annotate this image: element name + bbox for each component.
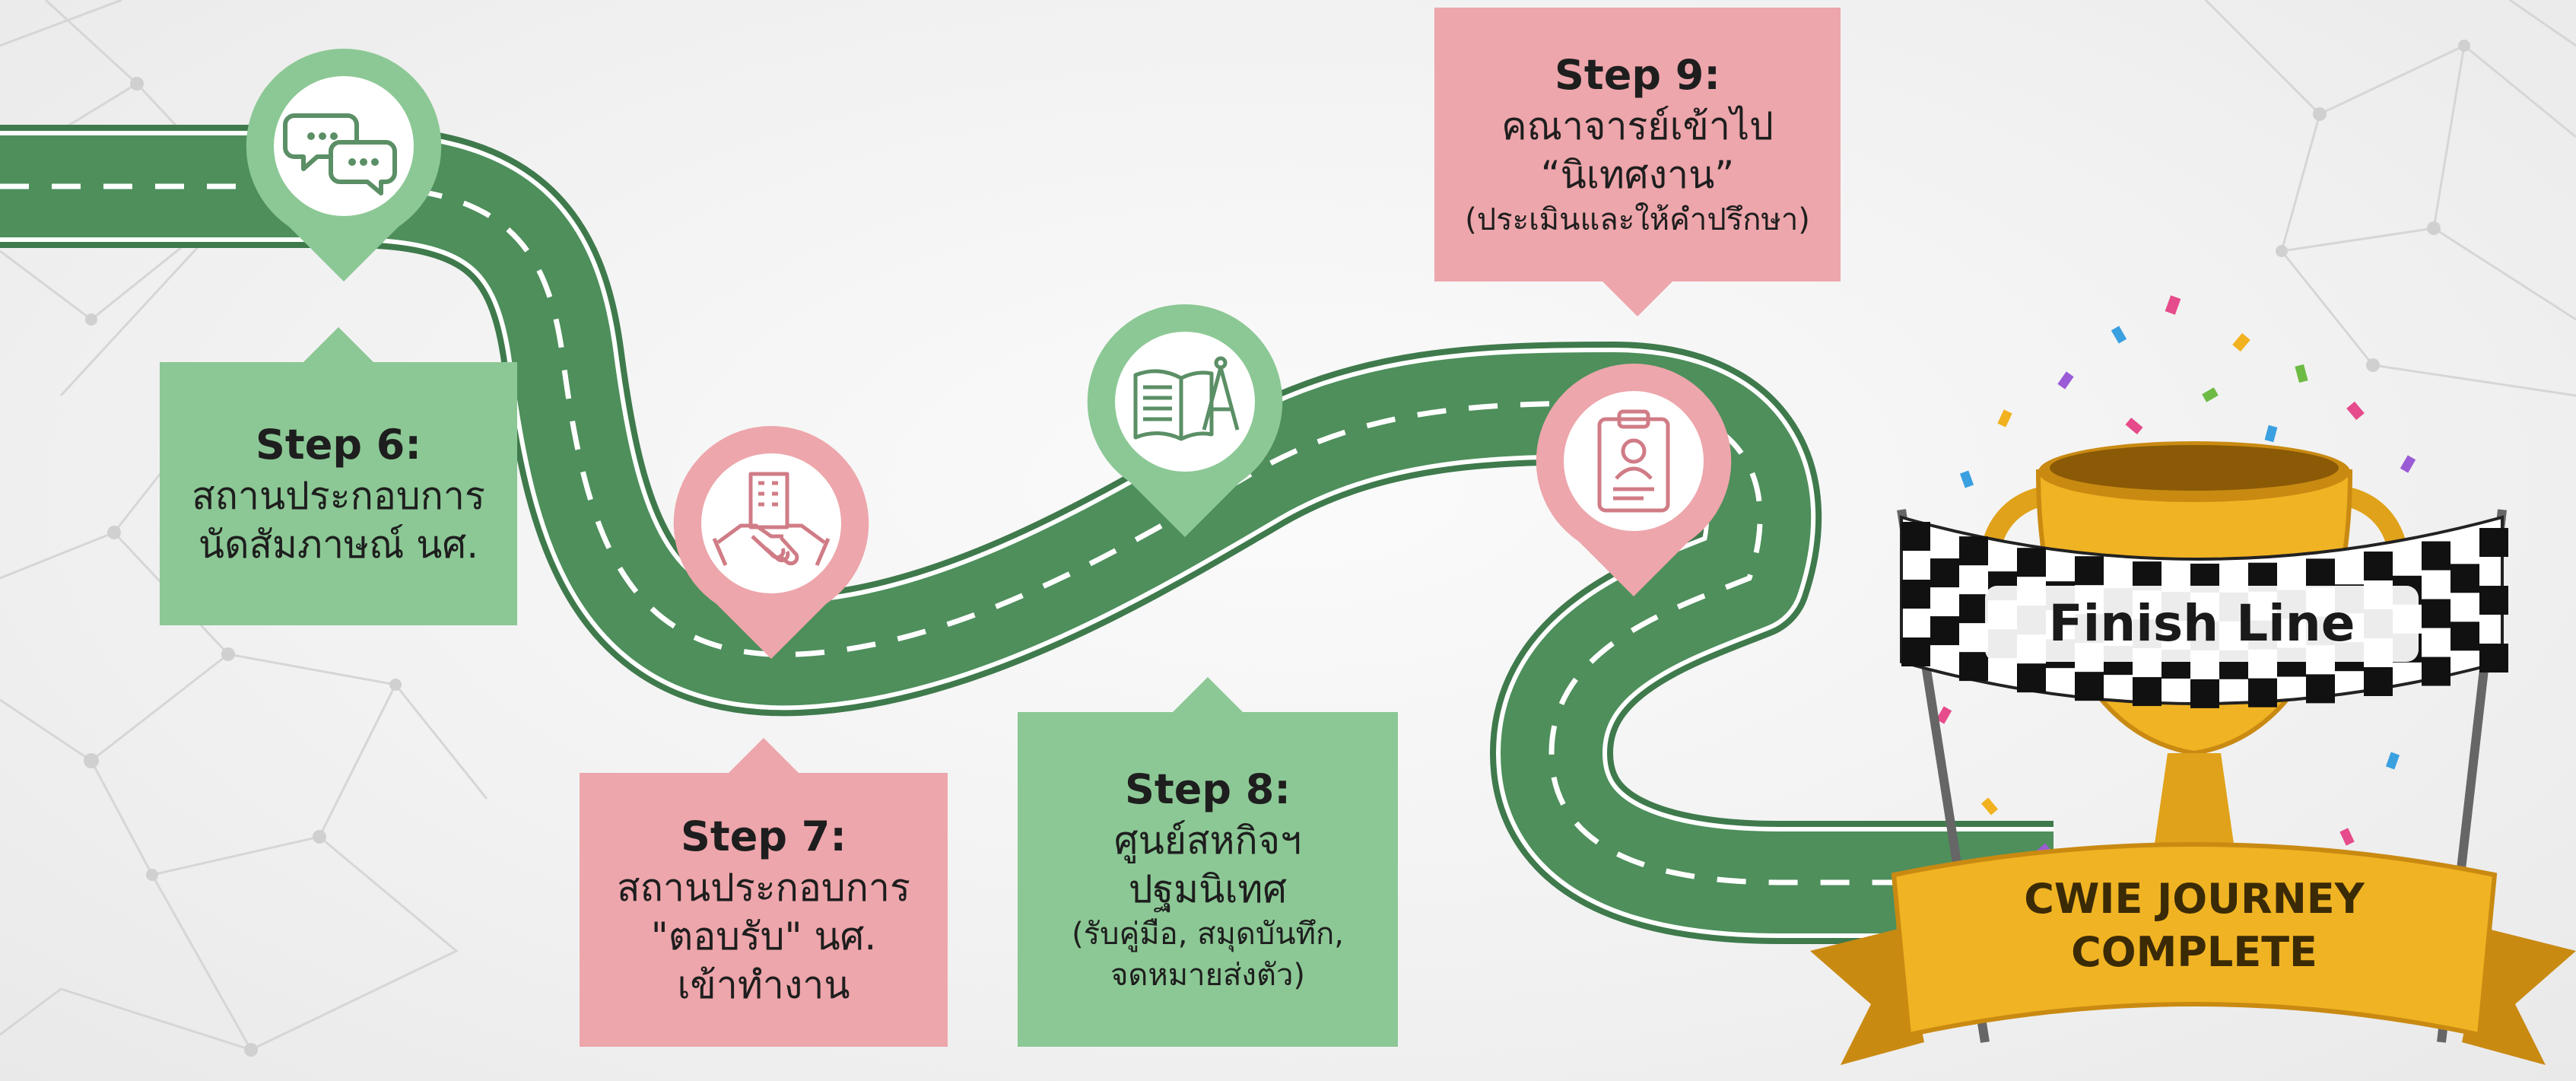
step9-title: Step 9: <box>1555 51 1720 99</box>
checker-square <box>2479 528 2508 558</box>
checker-square <box>2306 674 2335 704</box>
checker-square <box>2133 561 2161 591</box>
step8-note2: จดหมายส่งตัว) <box>1110 958 1306 993</box>
checker-square <box>2075 556 2104 586</box>
checker-square <box>2422 599 2451 628</box>
clipboard-profile-icon <box>1597 409 1670 513</box>
step7-line2: "ตอบรับ" นศ. <box>650 914 877 959</box>
checker-square <box>1959 536 1988 566</box>
checker-square <box>2422 541 2451 571</box>
checker-square <box>2017 663 2046 693</box>
ribbon-line2: COMPLETE <box>2071 928 2317 976</box>
checker-square <box>1930 558 1959 588</box>
checker-square <box>2248 678 2277 707</box>
checker-square <box>2075 672 2104 701</box>
book-compass-icon <box>1133 356 1240 441</box>
checker-square <box>1901 580 1930 609</box>
step6-line2: นัดสัมภาษณ์ นศ. <box>198 523 479 567</box>
ribbon-line1: CWIE JOURNEY <box>2024 875 2365 923</box>
step6-line1: สถานประกอบการ <box>192 474 485 518</box>
step9-line2: “นิเทศงาน” <box>1540 153 1735 197</box>
checker-square <box>1930 616 1959 646</box>
finish-line-label: Finish Line <box>2049 594 2355 653</box>
step9-box: Step 9: คณาจารย์เข้าไป “นิเทศงาน” (ประเม… <box>1434 8 1841 281</box>
finish-line-banner: Finish Line <box>1900 515 2508 708</box>
finish-trophy: Finish Line CWIE JOURNEY COMPLETE <box>1810 295 2576 1065</box>
step8-title: Step 8: <box>1125 765 1291 813</box>
step7-line1: สถานประกอบการ <box>617 866 910 910</box>
checker-square <box>2306 558 2335 588</box>
step6-marker <box>246 48 442 285</box>
step8-line1: ศูนย์สหกิจฯ <box>1113 819 1302 863</box>
checker-square <box>1959 594 1988 624</box>
checker-square <box>2451 564 2479 593</box>
checker-square <box>2479 586 2508 615</box>
checker-square <box>2422 657 2451 686</box>
step7-box: Step 7: สถานประกอบการ "ตอบรับ" นศ. เข้าท… <box>580 773 948 1047</box>
checker-square <box>2364 667 2393 697</box>
checker-square <box>2190 679 2219 708</box>
checker-square <box>2133 677 2161 707</box>
checker-square <box>2451 622 2479 651</box>
step8-box: Step 8: ศูนย์สหกิจฯ ปฐมนิเทศ (รับคู่มือ,… <box>1018 712 1398 1047</box>
step9-note: (ประเมินและให้คำปรึกษา) <box>1465 202 1810 237</box>
step7-marker <box>673 425 869 662</box>
journey-complete-ribbon: CWIE JOURNEY COMPLETE <box>1810 842 2576 1065</box>
step6-box: Step 6: สถานประกอบการ นัดสัมภาษณ์ นศ. <box>160 362 517 625</box>
step9-line1: คณาจารย์เข้าไป <box>1501 104 1774 148</box>
step7-title: Step 7: <box>681 812 846 860</box>
step7-line3: เข้าทำงาน <box>677 963 850 1007</box>
checker-square <box>1901 522 1930 551</box>
chat-bubbles-icon <box>283 113 397 196</box>
step8-line2: ปฐมนิเทศ <box>1128 867 1288 911</box>
checker-square <box>2017 548 2046 577</box>
handshake-building-icon <box>712 472 831 566</box>
checker-square <box>1901 637 1930 666</box>
step9-marker <box>1536 363 1732 599</box>
step6-title: Step 6: <box>256 421 421 469</box>
checker-square <box>2479 644 2508 673</box>
step8-marker <box>1087 304 1283 540</box>
checker-square <box>1959 652 1988 682</box>
checker-square <box>2364 552 2393 581</box>
step8-note: (รับคู่มือ, สมุดบันทึก, <box>1072 917 1344 952</box>
